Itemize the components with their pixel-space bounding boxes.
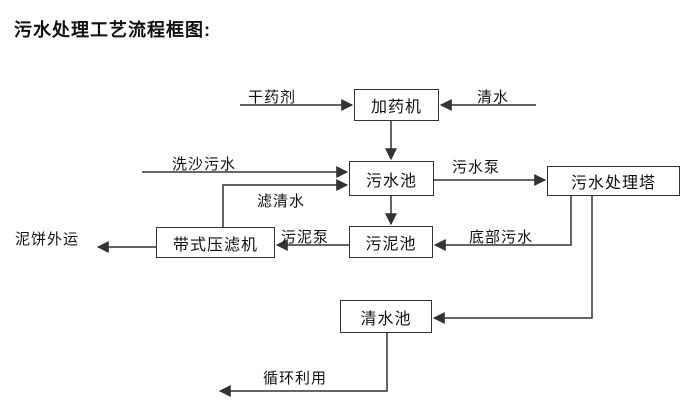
edge-label-sand-washing-sewage: 洗沙污水 [172, 156, 237, 173]
edge-label-dry-chemical: 干药剂 [248, 89, 297, 106]
edge-recycle-use-line [218, 333, 388, 397]
node-sewage-pool: 污水池 [349, 161, 434, 196]
edge-bottom-sewage-line [433, 196, 572, 251]
node-sludge-pool: 污泥池 [349, 226, 433, 258]
node-belt-filter-press: 带式压滤机 [156, 227, 275, 258]
edge-label-bottom-sewage: 底部污水 [469, 229, 534, 246]
page-title: 污水处理工艺流程框图: [14, 20, 211, 40]
edge-label-sewage-pump: 污水泵 [452, 159, 501, 176]
edge-label-clean-water: 清水 [477, 89, 510, 106]
edge-label-recycle-use: 循环利用 [263, 370, 328, 387]
edge-label-mud-cake-out: 泥饼外运 [15, 231, 80, 248]
node-dosing-machine: 加药机 [354, 89, 439, 121]
edge-label-sludge-pump: 污泥泵 [281, 229, 330, 246]
edge-filtered-water-line [222, 179, 349, 227]
edge-label-filtered-water: 滤清水 [257, 193, 306, 210]
node-treatment-tower: 污水处理塔 [547, 166, 680, 196]
edge-tower-to-clean-pool-line [432, 196, 593, 324]
node-clean-water-pool: 清水池 [340, 300, 432, 333]
